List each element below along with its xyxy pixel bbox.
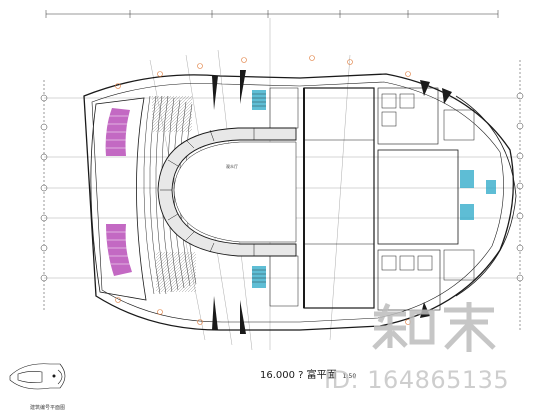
left-grid-axis [40,80,48,310]
key-plan-label: 建筑编号平面图 [30,405,66,411]
building-inner-outline [91,81,504,323]
key-plan [9,363,66,390]
rear-seating-bay [90,97,147,301]
east-prow [455,95,517,297]
drawing-title-block: 16.000 ? 富平面 1:50 [260,366,357,381]
right-grid-axis [516,60,524,330]
service-room-top [377,87,439,145]
stair-cores [252,90,496,288]
auditorium-void [173,141,297,243]
building-outline [83,73,514,331]
seating-block-dense-top [152,96,192,132]
seating-block-dense-bottom [156,252,196,292]
column-markers [115,55,411,325]
service-room-bottom [377,249,441,311]
drawing-scale: 1:50 [342,373,357,380]
backstage-room [377,149,459,245]
watermark-id: ID: 164865135 [324,366,510,394]
top-dimension-line [45,10,499,18]
ancillary-rooms [269,87,475,307]
watermark-brand-logo [372,302,496,352]
purple-seating-blocks [105,108,132,276]
stair-treads [252,93,266,283]
balcony-box-dividers [160,128,255,256]
stage-area [303,87,375,309]
drawing-title: 16.000 ? 富平面 [260,370,337,381]
void-label: 观众厅 [226,164,238,169]
